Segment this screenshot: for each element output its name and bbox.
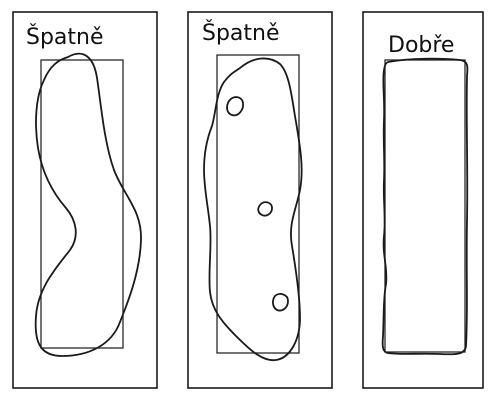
panel-2-hole-middle bbox=[258, 202, 272, 215]
panel-3-label: Dobře bbox=[388, 33, 454, 58]
panel-1: Špatně bbox=[13, 12, 157, 388]
panel-1-target-rectangle bbox=[41, 60, 123, 348]
panel-2: Špatně bbox=[188, 12, 332, 388]
panel-1-irregular-outline bbox=[36, 54, 141, 356]
panel-3-target-rectangle bbox=[385, 60, 465, 352]
panel-2-label: Špatně bbox=[202, 20, 280, 46]
panel-3-close-outline bbox=[383, 59, 468, 355]
panel-1-label: Špatně bbox=[26, 24, 104, 50]
panel-3: Dobře bbox=[363, 12, 483, 388]
panel-1-frame bbox=[13, 12, 157, 388]
panel-2-hole-bottom bbox=[273, 294, 288, 311]
panel-2-irregular-outline bbox=[204, 58, 302, 360]
panel-2-frame bbox=[188, 12, 332, 388]
panel-2-hole-top bbox=[227, 97, 243, 115]
